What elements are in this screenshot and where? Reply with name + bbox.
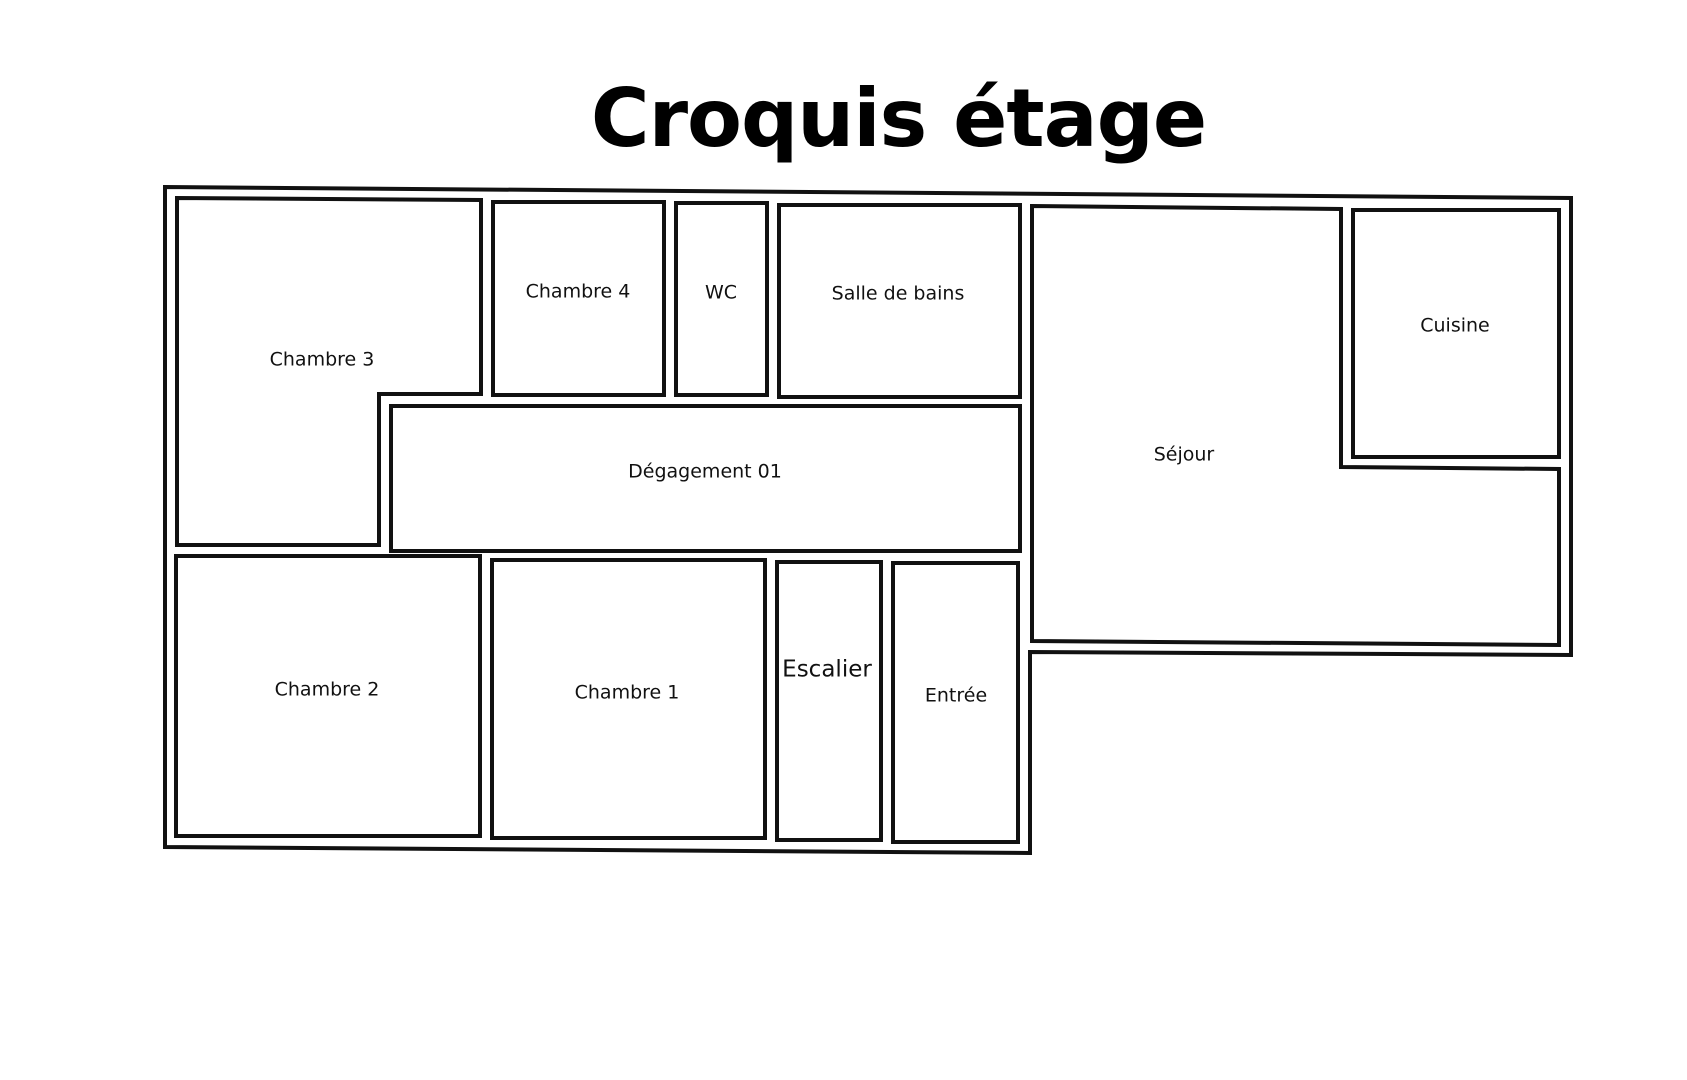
room-escalier	[775, 560, 883, 842]
label-escalier: Escalier	[782, 657, 872, 683]
room-chambre-1	[490, 558, 767, 840]
label-chambre-3: Chambre 3	[270, 349, 375, 371]
label-cuisine: Cuisine	[1420, 315, 1490, 337]
room-sejour	[1030, 203, 1561, 648]
room-entree	[891, 561, 1020, 844]
room-wc	[674, 201, 769, 397]
label-degagement: Dégagement 01	[628, 461, 782, 483]
label-salle-de-bains: Salle de bains	[832, 283, 965, 305]
outer-wall	[163, 184, 1573, 856]
label-chambre-2: Chambre 2	[275, 679, 380, 701]
room-cuisine	[1351, 208, 1561, 459]
room-chambre-3	[175, 195, 483, 547]
room-chambre-2	[174, 554, 482, 838]
label-chambre-4: Chambre 4	[526, 281, 631, 303]
room-salle-de-bains	[777, 203, 1022, 399]
room-degagement	[389, 404, 1022, 553]
label-wc: WC	[705, 282, 737, 304]
label-entree: Entrée	[925, 685, 987, 707]
plan-title: Croquis étage	[590, 72, 1207, 165]
label-sejour: Séjour	[1154, 444, 1215, 466]
label-chambre-1: Chambre 1	[575, 682, 680, 704]
room-chambre-4	[491, 200, 666, 397]
